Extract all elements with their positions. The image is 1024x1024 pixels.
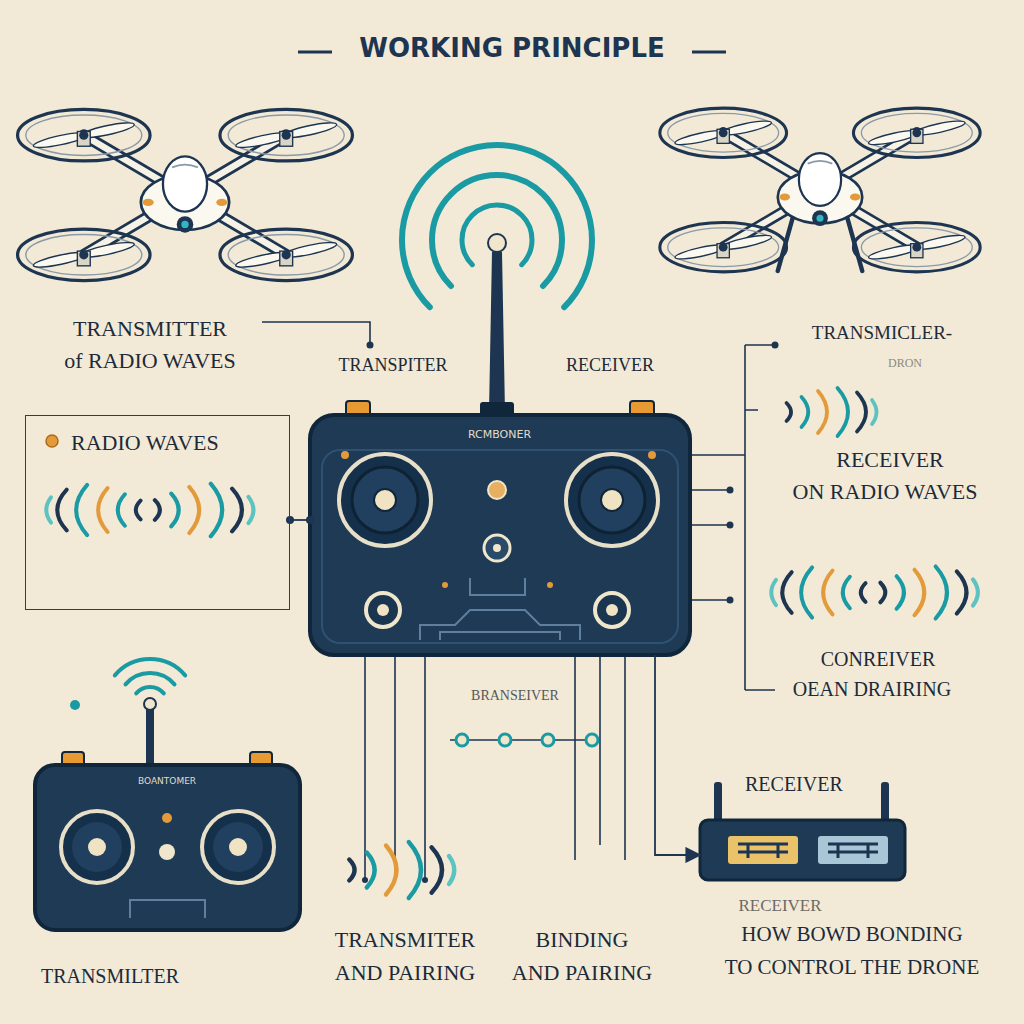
caption-label: HOW BOWD BONDING: [741, 922, 962, 946]
callout-label: TRANSMICLER-: [812, 322, 952, 344]
caption-label: AND PAIRING: [512, 960, 652, 985]
radio-waves-box: RADIO WAVES: [25, 415, 290, 610]
callout-label: ON RADIO WAVES: [793, 479, 978, 504]
connector-dot: [306, 516, 314, 524]
transmitter-controller: RCMBONER: [310, 415, 690, 655]
node-text: RADIO WAVES: [71, 430, 219, 455]
node-text: RCMBONER: [468, 429, 531, 442]
callout-label: TRANSPITER: [338, 355, 447, 376]
callout-label: TRANSMITTER: [73, 316, 227, 341]
connector-dot: [286, 516, 294, 524]
receiver-device: RECEIVER: [700, 770, 905, 880]
node-text: RECEIVER: [745, 773, 843, 796]
faint-note: DRON: [888, 357, 922, 371]
node-text: BOANTOMER: [138, 776, 196, 786]
small-controller: BOANTOMER: [35, 765, 300, 930]
callout-label: CONREIVER: [821, 648, 935, 671]
caption-label: TO CONTROL THE DRONE: [725, 955, 980, 979]
callout-label: OEAN DRAIRING: [793, 678, 951, 701]
small-label: RECEIVER: [738, 896, 821, 916]
caption-label: TRANSMILTER: [41, 965, 179, 988]
connector-line: [655, 655, 700, 855]
callout-label: RECEIVER: [836, 447, 944, 472]
callout-label: of RADIO WAVES: [64, 348, 236, 373]
caption-label: BINDING: [536, 927, 629, 952]
small-label: BRANSEIVER: [471, 688, 559, 704]
caption-label: AND PAIRING: [335, 960, 475, 985]
caption-label: TRANSMITER: [335, 927, 476, 952]
diagram-title: WORKING PRINCIPLE: [359, 34, 664, 64]
callout-label: RECEIVER: [566, 355, 654, 376]
